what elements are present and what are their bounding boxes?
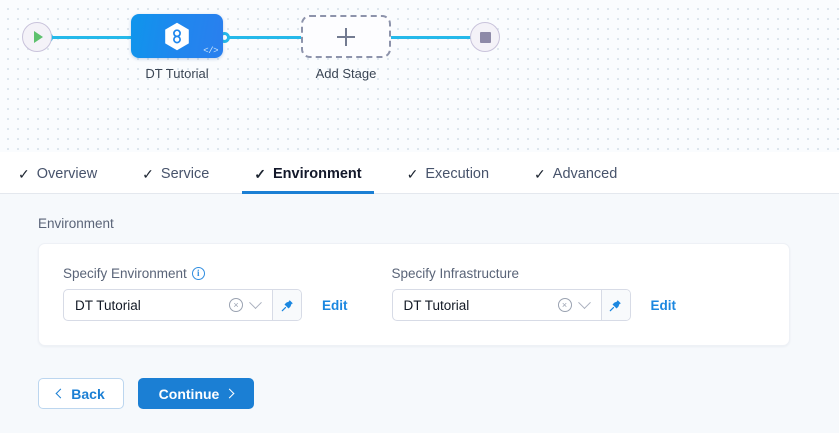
add-stage-button[interactable] bbox=[301, 15, 391, 58]
tab-environment-label: Environment bbox=[273, 165, 362, 182]
add-stage-label: Add Stage bbox=[315, 66, 377, 81]
tab-execution[interactable]: ✓ Execution bbox=[407, 152, 489, 194]
tab-service[interactable]: ✓ Service bbox=[142, 152, 209, 194]
infrastructure-edit-link[interactable]: Edit bbox=[650, 297, 677, 313]
pin-icon bbox=[281, 299, 293, 311]
check-icon: ✓ bbox=[142, 165, 154, 182]
specify-environment-row: DT Tutorial × Edit bbox=[63, 289, 348, 321]
tab-advanced[interactable]: ✓ Advanced bbox=[534, 152, 617, 194]
page-title: Environment bbox=[38, 216, 114, 231]
check-icon: ✓ bbox=[254, 165, 266, 182]
edge-start-to-stage bbox=[42, 36, 142, 39]
environment-select-box[interactable]: DT Tutorial × bbox=[64, 290, 272, 320]
stage-tab-bar: ✓ Overview ✓ Service ✓ Environment ✓ Exe… bbox=[0, 152, 839, 194]
environment-card: Specify Environment i DT Tutorial × bbox=[38, 243, 790, 346]
specify-environment-label-text: Specify Environment bbox=[63, 266, 187, 281]
tab-environment[interactable]: ✓ Environment bbox=[242, 152, 375, 194]
clear-icon[interactable]: × bbox=[229, 298, 243, 312]
chevron-down-icon[interactable] bbox=[249, 295, 262, 309]
chevron-right-icon bbox=[224, 388, 235, 399]
specify-infrastructure-group: Specify Infrastructure DT Tutorial × bbox=[391, 266, 677, 321]
environment-pin-button[interactable] bbox=[272, 290, 301, 320]
back-button-label: Back bbox=[71, 385, 105, 402]
back-button[interactable]: Back bbox=[38, 378, 124, 409]
environment-select[interactable]: DT Tutorial × bbox=[63, 289, 302, 321]
pipeline-canvas[interactable]: </> DT Tutorial Add Stage bbox=[0, 0, 839, 152]
check-icon: ✓ bbox=[18, 165, 30, 182]
info-icon[interactable]: i bbox=[191, 267, 205, 280]
continue-button-label: Continue bbox=[158, 385, 220, 402]
infrastructure-select-box[interactable]: DT Tutorial × bbox=[393, 290, 601, 320]
stage-node-label: DT Tutorial bbox=[145, 66, 209, 81]
pin-icon bbox=[609, 299, 621, 311]
chevron-left-icon bbox=[55, 388, 66, 399]
edge-stage-to-addstage bbox=[224, 36, 310, 39]
tab-overview[interactable]: ✓ Overview bbox=[18, 152, 97, 194]
play-icon bbox=[34, 31, 43, 43]
edge-addstage-to-end bbox=[385, 36, 477, 39]
specify-infrastructure-label: Specify Infrastructure bbox=[392, 266, 677, 281]
tab-overview-label: Overview bbox=[36, 165, 98, 182]
environment-select-value: DT Tutorial bbox=[75, 297, 141, 313]
stage-node-dt-tutorial[interactable]: </> bbox=[131, 14, 223, 58]
environment-edit-link[interactable]: Edit bbox=[322, 297, 348, 313]
specify-environment-label: Specify Environment i bbox=[63, 266, 348, 281]
environment-panel: Environment Specify Environment i DT Tut… bbox=[0, 194, 839, 433]
plus-icon bbox=[337, 27, 355, 46]
continue-button[interactable]: Continue bbox=[138, 378, 254, 409]
tab-service-label: Service bbox=[160, 165, 210, 182]
infrastructure-select-value: DT Tutorial bbox=[403, 297, 470, 313]
stop-icon bbox=[479, 31, 491, 43]
check-icon: ✓ bbox=[406, 165, 419, 182]
pipeline-start-node[interactable] bbox=[22, 22, 52, 52]
clear-icon[interactable]: × bbox=[557, 298, 572, 312]
specify-infrastructure-label-text: Specify Infrastructure bbox=[391, 266, 520, 281]
wizard-footer: Back Continue bbox=[38, 378, 839, 409]
tab-execution-label: Execution bbox=[425, 165, 490, 182]
tab-advanced-label: Advanced bbox=[552, 165, 618, 182]
check-icon: ✓ bbox=[534, 165, 546, 182]
infrastructure-pin-button[interactable] bbox=[600, 290, 630, 320]
pipeline-end-node[interactable] bbox=[470, 22, 500, 52]
harness-hexagon-icon bbox=[164, 22, 190, 51]
specify-environment-group: Specify Environment i DT Tutorial × bbox=[63, 266, 348, 321]
infrastructure-select[interactable]: DT Tutorial × bbox=[391, 289, 631, 321]
chevron-down-icon[interactable] bbox=[577, 295, 591, 309]
specify-infrastructure-row: DT Tutorial × Edit bbox=[391, 289, 677, 321]
stage-code-icon: </> bbox=[203, 46, 218, 56]
